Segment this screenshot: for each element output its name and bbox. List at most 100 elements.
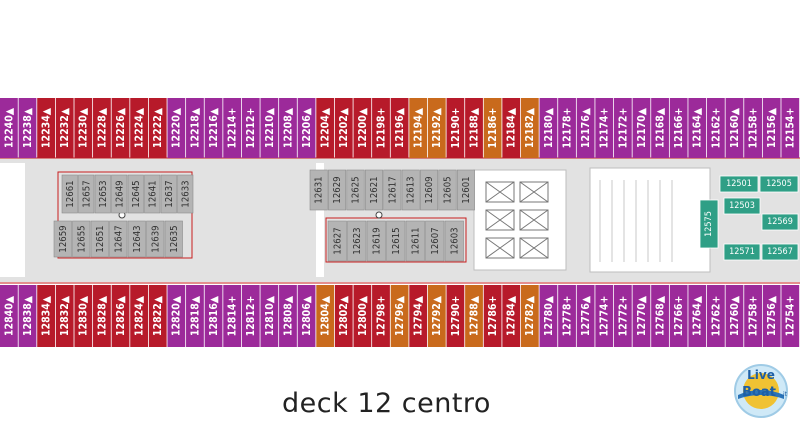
cabin-12212[interactable]: 12212+ [241, 98, 260, 158]
cabin-12178[interactable]: 12178+ [558, 98, 576, 158]
cabin-12613[interactable]: 12613 [401, 169, 420, 211]
cabin-12605[interactable]: 12605 [438, 169, 457, 211]
cabin-12792[interactable]: 12792▲ [427, 285, 446, 347]
cabin-12655[interactable]: 12655 [72, 220, 91, 258]
cabin-12810[interactable]: 12810▲ [260, 285, 279, 347]
cabin-12800[interactable]: 12800▲ [353, 285, 372, 347]
cabin-12603[interactable]: 12603 [444, 220, 464, 262]
cabin-12812[interactable]: 12812+ [241, 285, 260, 347]
cabin-12760[interactable]: 12760▲ [725, 285, 744, 347]
cabin-12639[interactable]: 12639 [146, 220, 165, 258]
cabin-12176[interactable]: 12176▲ [576, 98, 595, 158]
cabin-12794[interactable]: 12794▲ [409, 285, 428, 347]
cabin-12778[interactable]: 12778+ [558, 285, 576, 347]
cabin-12234[interactable]: 12234▲ [37, 98, 56, 158]
cabin-12766[interactable]: 12766+ [669, 285, 688, 347]
cabin-12653[interactable]: 12653 [94, 174, 111, 214]
cabin-12770[interactable]: 12770▲ [632, 285, 651, 347]
suite-12571[interactable]: 12571 [723, 243, 761, 261]
cabin-12643[interactable]: 12643 [127, 220, 146, 258]
cabin-12635[interactable]: 12635 [164, 220, 183, 258]
cabin-12609[interactable]: 12609 [420, 169, 439, 211]
cabin-12804[interactable]: 12804▲ [316, 285, 335, 347]
cabin-12156[interactable]: 12156▲ [762, 98, 781, 158]
cabin-12214[interactable]: 12214+ [223, 98, 242, 158]
cabin-12830[interactable]: 12830▲ [74, 285, 93, 347]
cabin-12788[interactable]: 12788▲ [465, 285, 483, 347]
cabin-12768[interactable]: 12768▲ [651, 285, 669, 347]
cabin-12762[interactable]: 12762+ [706, 285, 725, 347]
cabin-12657[interactable]: 12657 [78, 174, 95, 214]
cabin-12780[interactable]: 12780▲ [539, 285, 558, 347]
cabin-12240[interactable]: 12240▲ [0, 98, 18, 158]
cabin-12649[interactable]: 12649 [111, 174, 128, 214]
cabin-12224[interactable]: 12224▲ [130, 98, 149, 158]
cabin-12834[interactable]: 12834▲ [37, 285, 56, 347]
cabin-12818[interactable]: 12818▲ [186, 285, 204, 347]
cabin-12623[interactable]: 12623 [347, 220, 367, 262]
cabin-12820[interactable]: 12820▲ [167, 285, 186, 347]
cabin-12210[interactable]: 12210▲ [260, 98, 279, 158]
cabin-12802[interactable]: 12802▲ [334, 285, 353, 347]
cabin-12629[interactable]: 12629 [328, 169, 347, 211]
cabin-12222[interactable]: 12222▲ [148, 98, 167, 158]
cabin-12216[interactable]: 12216▲ [204, 98, 223, 158]
cabin-12174[interactable]: 12174+ [595, 98, 614, 158]
cabin-12601[interactable]: 12601 [456, 169, 475, 211]
cabin-12621[interactable]: 12621 [364, 169, 383, 211]
cabin-12776[interactable]: 12776▲ [576, 285, 595, 347]
cabin-12154[interactable]: 12154+ [781, 98, 800, 158]
cabin-12238[interactable]: 12238▲ [18, 98, 37, 158]
cabin-12192[interactable]: 12192▲ [427, 98, 446, 158]
cabin-12826[interactable]: 12826▲ [111, 285, 130, 347]
cabin-12782[interactable]: 12782▲ [520, 285, 539, 347]
cabin-12786[interactable]: 12786+ [483, 285, 502, 347]
cabin-12645[interactable]: 12645 [127, 174, 144, 214]
cabin-12208[interactable]: 12208▲ [279, 98, 297, 158]
cabin-12808[interactable]: 12808▲ [279, 285, 297, 347]
cabin-12230[interactable]: 12230▲ [74, 98, 93, 158]
cabin-12206[interactable]: 12206▲ [297, 98, 316, 158]
cabin-12796[interactable]: 12796▲ [390, 285, 409, 347]
cabin-12637[interactable]: 12637 [160, 174, 177, 214]
cabin-12172[interactable]: 12172+ [613, 98, 632, 158]
suite-12501[interactable]: 12501 [719, 175, 759, 193]
cabin-12625[interactable]: 12625 [346, 169, 365, 211]
cabin-12758[interactable]: 12758+ [744, 285, 762, 347]
cabin-12196[interactable]: 12196▲ [390, 98, 409, 158]
cabin-12806[interactable]: 12806▲ [297, 285, 316, 347]
cabin-12824[interactable]: 12824▲ [130, 285, 149, 347]
cabin-12194[interactable]: 12194▲ [409, 98, 428, 158]
cabin-12647[interactable]: 12647 [109, 220, 128, 258]
cabin-12228[interactable]: 12228▲ [93, 98, 111, 158]
cabin-12764[interactable]: 12764▲ [688, 285, 707, 347]
cabin-12832[interactable]: 12832▲ [55, 285, 74, 347]
cabin-12190[interactable]: 12190+ [446, 98, 465, 158]
cabin-12627[interactable]: 12627 [327, 220, 347, 262]
cabin-12162[interactable]: 12162+ [706, 98, 725, 158]
cabin-12188[interactable]: 12188▲ [465, 98, 483, 158]
cabin-12166[interactable]: 12166+ [669, 98, 688, 158]
cabin-12816[interactable]: 12816▲ [204, 285, 223, 347]
suite-12567[interactable]: 12567 [761, 243, 799, 261]
cabin-12168[interactable]: 12168▲ [651, 98, 669, 158]
suite-12569[interactable]: 12569 [761, 213, 799, 231]
cabin-12226[interactable]: 12226▲ [111, 98, 130, 158]
cabin-12814[interactable]: 12814+ [223, 285, 242, 347]
cabin-12619[interactable]: 12619 [366, 220, 386, 262]
suite-12505[interactable]: 12505 [759, 175, 799, 193]
cabin-12218[interactable]: 12218▲ [186, 98, 204, 158]
cabin-12754[interactable]: 12754+ [781, 285, 800, 347]
cabin-12220[interactable]: 12220▲ [167, 98, 186, 158]
cabin-12611[interactable]: 12611 [405, 220, 425, 262]
cabin-12798[interactable]: 12798+ [372, 285, 390, 347]
cabin-12641[interactable]: 12641 [144, 174, 161, 214]
cabin-12661[interactable]: 12661 [61, 174, 78, 214]
cabin-12828[interactable]: 12828▲ [93, 285, 111, 347]
cabin-12182[interactable]: 12182▲ [520, 98, 539, 158]
cabin-12840[interactable]: 12840▲ [0, 285, 18, 347]
cabin-12164[interactable]: 12164▲ [688, 98, 707, 158]
cabin-12633[interactable]: 12633 [177, 174, 194, 214]
cabin-12774[interactable]: 12774+ [595, 285, 614, 347]
cabin-12200[interactable]: 12200▲ [353, 98, 372, 158]
